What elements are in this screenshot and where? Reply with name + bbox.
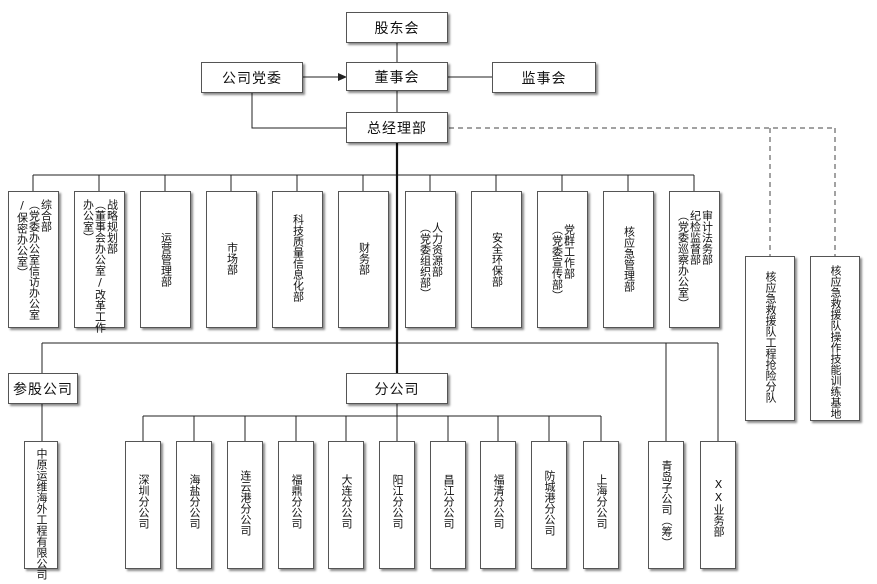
dept-general-office: 综合部（党委办公室信访办公室/保密办公室）: [8, 191, 59, 328]
dept-nuclear-emergency: 核应急管理部: [603, 191, 654, 328]
branch-yangjiang: 阳江分公司: [379, 441, 415, 569]
branch-fuding: 福鼎分公司: [278, 441, 314, 569]
company-zhongyuan: 中原运维海外工程有限公司: [24, 441, 58, 580]
branch-shanghai: 上海分公司: [583, 441, 619, 569]
branch-haiyan: 海盐分公司: [176, 441, 212, 569]
dept-strategy: 战略规划部（董事会办公室/改革工作办公室）: [74, 191, 125, 333]
branches-box: 分公司: [346, 373, 448, 404]
dept-party-mass: 党群工作部（党委宣传部）: [537, 191, 588, 328]
dept-market: 市场部: [206, 191, 257, 328]
branch-dalian: 大连分公司: [328, 441, 364, 569]
dept-safety-env: 安全环保部: [471, 191, 522, 328]
supervisors-box: 监事会: [492, 62, 596, 93]
dept-finance: 财务部: [338, 191, 389, 328]
dept-hr: 人力资源部（党委组织部）: [405, 191, 456, 328]
branch-shenzhen: 深圳分公司: [125, 441, 161, 569]
dept-tech-quality-it: 科技质量信息化部: [272, 191, 323, 328]
subsidiary-qingdao: 青岛子公司（筹）: [648, 441, 684, 569]
branch-fangchenggang: 防城港分公司: [531, 441, 567, 569]
emergency-rescue-training: 核应急救援队操作技能训练基地: [810, 256, 860, 421]
emergency-rescue-engineering: 核应急救援队工程抢险分队: [745, 256, 795, 421]
branch-changjiang: 昌江分公司: [430, 441, 466, 569]
board-box: 董事会: [346, 62, 448, 91]
dept-xx-business: XX业务部: [700, 441, 736, 569]
branch-fuqing: 福清分公司: [480, 441, 516, 569]
general-manager-box: 总经理部: [346, 112, 448, 143]
dept-discipline-audit: 审计法务部纪检监督部（党委巡察办公室）: [669, 191, 720, 328]
branch-lianyungang: 连云港分公司: [227, 441, 263, 569]
holdings-box: 参股公司: [8, 373, 78, 404]
dept-operations: 运营管理部: [140, 191, 191, 328]
shareholders-box: 股东会: [346, 12, 448, 43]
party-committee-box: 公司党委: [201, 62, 303, 93]
